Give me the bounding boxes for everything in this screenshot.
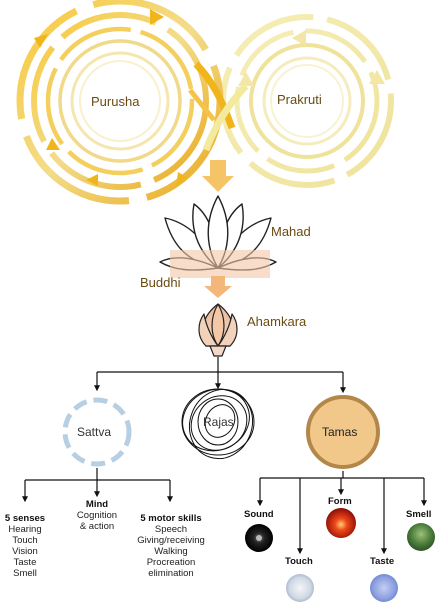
ahamkara-label: Ahamkara — [247, 314, 307, 329]
mahad-label: Mahad — [271, 224, 311, 239]
mind-list: Mind Cognition & action — [67, 499, 127, 532]
motor-item: elimination — [148, 568, 194, 579]
tamas-circle — [306, 395, 380, 469]
buddhi-label: Buddhi — [140, 275, 181, 290]
smell-image — [407, 523, 435, 551]
form-image — [326, 508, 356, 538]
mind-item: & action — [79, 521, 115, 532]
prakruti-rings — [220, 14, 394, 188]
tamas-connectors — [257, 471, 427, 555]
motor-item: Procreation — [146, 557, 196, 568]
mind-title: Mind — [85, 499, 109, 510]
senses-list: 5 senses Hearing Touch Vision Taste Smel… — [2, 513, 48, 579]
senses-item: Smell — [13, 568, 37, 579]
prakruti-label: Prakruti — [277, 92, 322, 107]
rajas-label: Rajas — [203, 415, 234, 429]
motor-item: Giving/receiving — [137, 535, 205, 546]
senses-item: Vision — [12, 546, 38, 557]
guna-connectors — [94, 357, 346, 394]
form-label: Form — [328, 496, 352, 507]
taste-image — [370, 574, 398, 602]
senses-title: 5 senses — [4, 513, 46, 524]
crossing-streams — [188, 61, 249, 152]
motor-list: 5 motor skills Speech Giving/receiving W… — [128, 513, 214, 579]
touch-image — [286, 574, 314, 602]
motor-item: Speech — [154, 524, 188, 535]
senses-item: Touch — [12, 535, 38, 546]
purusha-arrows — [34, 9, 188, 186]
lotus-band — [170, 250, 270, 278]
motor-title: 5 motor skills — [140, 513, 202, 524]
lotus-arrow-icon — [204, 276, 232, 298]
sound-image-center — [256, 535, 262, 541]
purusha-label: Purusha — [91, 94, 140, 109]
mind-item: Cognition — [76, 510, 118, 521]
senses-item: Hearing — [8, 524, 42, 535]
sound-label: Sound — [244, 509, 274, 520]
tamas-label: Tamas — [322, 425, 358, 439]
bud-icon — [198, 303, 238, 357]
rajas-circle — [181, 388, 255, 460]
motor-item: Walking — [154, 546, 188, 557]
taste-label: Taste — [370, 556, 395, 567]
down-arrow-icon — [202, 160, 234, 192]
sattva-circle — [62, 397, 132, 467]
senses-item: Taste — [13, 557, 37, 568]
touch-label: Touch — [285, 556, 313, 567]
sattva-label: Sattva — [77, 425, 112, 439]
sattva-connectors — [22, 468, 173, 503]
prakruti-arrows — [238, 30, 385, 86]
smell-label: Smell — [406, 509, 432, 520]
